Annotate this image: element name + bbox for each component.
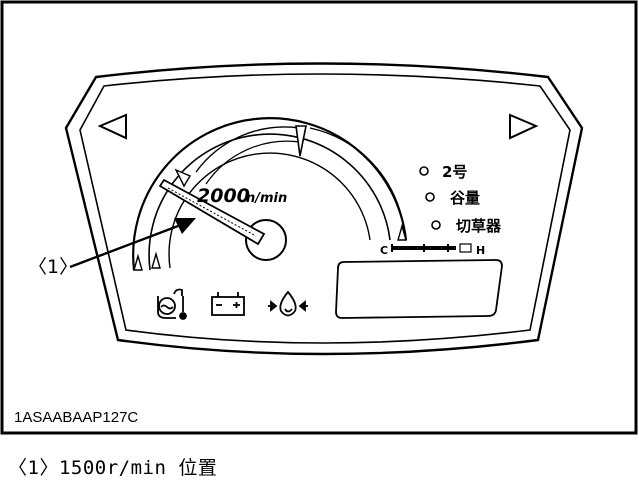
tachometer-scale <box>132 117 408 271</box>
figure-frame <box>0 0 638 435</box>
lcd-display <box>335 259 503 319</box>
cluster-outline-outer <box>64 62 584 356</box>
svg-text:C: C <box>380 244 388 257</box>
svg-text:H: H <box>476 244 485 257</box>
mode-label-2: 2号 <box>442 163 467 181</box>
figure-code: 1ASAABAAP127C <box>14 409 139 426</box>
right-triangle-icon <box>509 113 539 140</box>
battery-icon <box>211 292 245 316</box>
temperature-gauge: C H <box>380 243 485 257</box>
mode-label-cutter: 切草器 <box>456 217 502 235</box>
callout-leader <box>69 224 179 269</box>
figure-caption: 〈1〉1500r/min 位置 <box>8 457 218 479</box>
mode-indicators: 2号 谷量 切草器 <box>419 163 502 235</box>
rpm-unit-label: n/min <box>246 191 287 206</box>
tachometer-needle <box>158 178 266 246</box>
mode-label-grain: 谷量 <box>450 189 480 207</box>
rpm-value-label: 2000 <box>197 185 250 207</box>
callout-arrowhead <box>174 218 196 234</box>
cluster-outline-inner <box>79 73 571 344</box>
callout-label: 〈1〉 <box>28 256 78 278</box>
oil-pressure-icon <box>268 290 308 317</box>
left-triangle-icon <box>97 113 127 140</box>
coolant-temperature-icon <box>157 288 187 320</box>
